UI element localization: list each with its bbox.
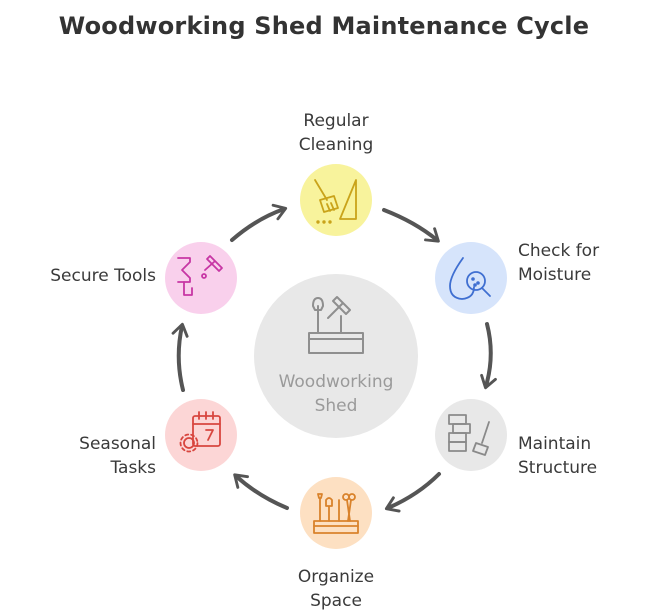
tool-holder-icon: [313, 493, 359, 534]
arrow-structure-to-organize: [384, 472, 441, 513]
broom-icon: [314, 179, 357, 224]
step-node-organize-space: [300, 477, 372, 549]
center-label: Woodworking Shed: [278, 372, 394, 416]
arrow-organize-to-seasonal: [233, 473, 289, 510]
arrow-seasonal-to-secure: [171, 322, 189, 392]
tool-hook-icon: [177, 255, 223, 296]
step-node-maintain-structure: [435, 399, 507, 471]
step-node-secure-tools: [165, 242, 237, 314]
arrow-cleaning-to-moisture: [382, 208, 440, 243]
arrow-secure-to-cleaning: [230, 203, 288, 242]
step-node-check-moisture: [435, 242, 507, 314]
step-label-regular-cleaning: Regular Cleaning: [298, 111, 374, 155]
step-label-secure-tools: Secure Tools: [50, 266, 156, 286]
step-label-maintain-structure: Maintain Structure: [518, 434, 598, 478]
step-label-check-moisture: Check for Moisture: [518, 241, 600, 285]
cycle-arrows: [171, 203, 497, 513]
diagram-title: Woodworking Shed Maintenance Cycle: [58, 12, 590, 40]
step-node-regular-cleaning: [300, 164, 372, 236]
step-label-organize-space: Organize Space: [297, 567, 375, 611]
center-hub: [254, 274, 418, 438]
toolbox-icon: [308, 296, 364, 354]
bricks-hammer-icon: [448, 414, 490, 456]
calendar-gear-icon: [179, 411, 221, 453]
step-label-seasonal-tasks: Seasonal Tasks: [79, 434, 156, 478]
arrow-moisture-to-structure: [480, 322, 497, 390]
step-node-seasonal-tasks: [165, 399, 237, 471]
moisture-magnifier-icon: [449, 257, 491, 300]
